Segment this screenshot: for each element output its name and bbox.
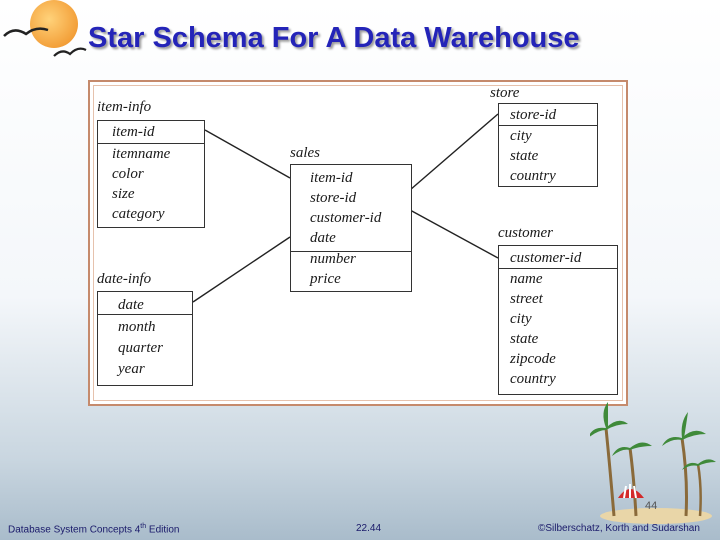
field-date: date [310, 230, 336, 246]
field-price: price [310, 271, 341, 287]
field-number: number [310, 251, 356, 267]
field-city: city [510, 311, 532, 327]
footer-book-title: Database System Concepts 4th Edition [8, 523, 180, 536]
field-date: date [118, 297, 144, 313]
field-year: year [118, 361, 145, 377]
seagull-icon [3, 27, 49, 37]
table-name-sales: sales [290, 145, 320, 161]
field-customer-id: customer-id [310, 210, 382, 226]
field-color: color [112, 166, 144, 182]
footer-slide-number: 22.44 [356, 523, 382, 534]
palm-island-decoration [590, 402, 716, 524]
table-name-customer: customer [498, 225, 553, 241]
field-city: city [510, 128, 532, 144]
table-name-item-info: item-info [97, 99, 152, 115]
field-street: street [510, 291, 543, 307]
relationship-line-store [409, 113, 499, 191]
table-customer [498, 245, 618, 395]
field-state: state [510, 148, 539, 164]
table-name-date-info: date-info [97, 271, 152, 287]
field-store-id: store-id [310, 190, 357, 206]
relationship-line-date [192, 236, 291, 303]
slide-title: Star Schema For A Data Warehouse [88, 22, 580, 54]
field-item-id: item-id [310, 170, 353, 186]
footer-copyright: ©Silberschatz, Korth and Sudarshan [538, 523, 700, 534]
field-quarter: quarter [118, 340, 163, 356]
field-itemname: itemname [112, 146, 171, 162]
field-name: name [510, 271, 543, 287]
relationship-line-item [204, 129, 291, 179]
star-schema-diagram: item-info item-id itemname color size ca… [88, 80, 628, 406]
field-month: month [118, 319, 156, 335]
seagull-icon [53, 47, 87, 57]
table-store [498, 103, 598, 187]
field-state: state [510, 331, 539, 347]
field-item-id: item-id [112, 124, 155, 140]
field-store-id: store-id [510, 107, 557, 123]
field-customer-id: customer-id [510, 250, 582, 266]
field-zipcode: zipcode [510, 351, 556, 367]
relationship-line-customer [409, 209, 499, 259]
field-size: size [112, 186, 135, 202]
page-number: 44 [645, 500, 658, 512]
table-name-store: store [490, 85, 520, 101]
field-category: category [112, 206, 165, 222]
field-country: country [510, 168, 556, 184]
table-sales [290, 164, 412, 292]
sun-logo [30, 0, 78, 48]
table-item-info [97, 120, 205, 228]
field-country: country [510, 371, 556, 387]
relationship-lines [192, 113, 499, 303]
table-date-info [97, 291, 193, 386]
